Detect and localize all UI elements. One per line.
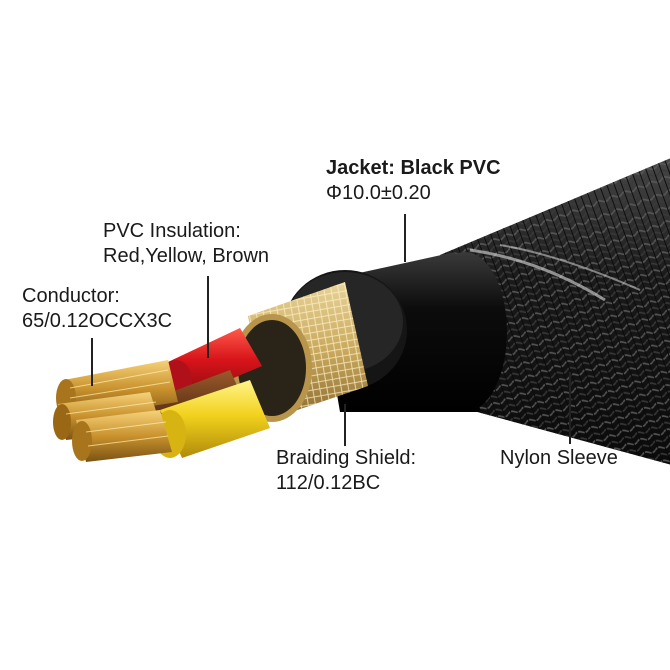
jacket-label-spec: Φ10.0±0.20 <box>326 182 431 204</box>
jacket-label-title: Jacket: Black PVC <box>326 157 501 179</box>
shield-label: Braiding Shield: 112/0.12BC <box>276 446 416 496</box>
shield-label-spec: 112/0.12BC <box>276 472 381 494</box>
insulation-label: PVC Insulation: Red,Yellow, Brown <box>103 219 269 269</box>
jacket-label: Jacket: Black PVC Φ10.0±0.20 <box>326 156 501 206</box>
shield-label-title: Braiding Shield: <box>276 447 417 469</box>
conductor-label: Conductor: 65/0.12OCCX3C <box>22 284 172 334</box>
conductor-label-title: Conductor: <box>22 285 120 307</box>
leader-lines <box>91 214 571 446</box>
nylon-sleeve <box>440 158 670 465</box>
insulation-label-spec: Red,Yellow, Brown <box>103 245 270 267</box>
copper-conductors <box>53 360 178 462</box>
sleeve-label-title: Nylon Sleeve <box>500 447 618 469</box>
insulation-label-title: PVC Insulation: <box>103 220 241 242</box>
conductor-label-spec: 65/0.12OCCX3C <box>22 310 173 332</box>
sleeve-label: Nylon Sleeve <box>500 446 618 471</box>
